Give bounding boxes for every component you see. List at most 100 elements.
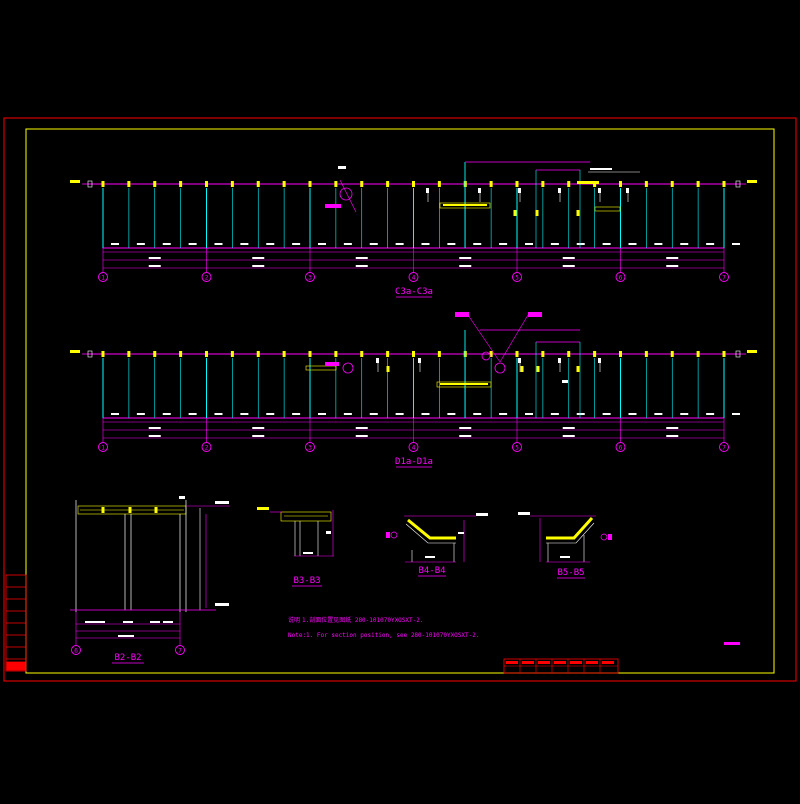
dim-text — [732, 243, 740, 245]
dim-text — [499, 243, 508, 245]
i-section-mark — [437, 181, 441, 187]
i-section-mark — [489, 181, 493, 187]
dim-text — [459, 435, 472, 437]
dim-text — [576, 413, 585, 415]
dim-text — [654, 413, 663, 415]
i-section-mark — [513, 210, 517, 216]
detail-tag — [325, 362, 339, 366]
axis-label: 1 — [101, 275, 105, 282]
i-section-mark — [127, 351, 131, 357]
dim-text — [240, 243, 249, 245]
dim-text — [562, 427, 575, 429]
dim-text — [525, 243, 533, 245]
dim-text — [550, 413, 559, 415]
dim-text — [136, 413, 145, 415]
i-section-mark — [386, 366, 390, 372]
dim-text — [459, 427, 472, 429]
i-section-mark — [308, 351, 312, 357]
axis-label: 5 — [515, 275, 519, 282]
drawing-number-mark — [724, 642, 740, 645]
dim-text — [162, 413, 171, 415]
axis-bubble — [615, 442, 626, 452]
axis-bubble — [201, 272, 212, 282]
i-section-mark — [536, 366, 540, 372]
axis-bubble — [719, 272, 729, 282]
outer-border — [3, 117, 797, 682]
i-section-mark — [412, 181, 415, 187]
note-line-2: Note:1. For section position, see 280-10… — [288, 632, 479, 639]
detail-tag — [325, 204, 341, 208]
inner-border — [25, 128, 775, 674]
section-b3 — [257, 507, 334, 557]
i-section-mark — [619, 181, 622, 187]
level-mark-right — [747, 350, 757, 353]
i-section-mark — [541, 351, 545, 357]
i-section-mark — [567, 181, 571, 187]
dim-text — [148, 435, 161, 437]
margin-stamp — [5, 574, 27, 672]
end-plate-right — [735, 350, 741, 358]
axis-label: 7 — [722, 275, 726, 282]
dim-text — [602, 243, 611, 245]
axis-label: 3 — [308, 445, 312, 452]
dim-text — [148, 265, 161, 267]
dim-text — [266, 413, 275, 415]
dim-text — [666, 265, 679, 267]
i-section-mark — [437, 351, 441, 357]
dim-text — [343, 413, 352, 415]
dim-text — [355, 435, 368, 437]
i-section-mark — [386, 351, 390, 357]
level-mark-right — [747, 180, 757, 183]
i-section-mark — [489, 351, 493, 357]
dim-text — [562, 265, 575, 267]
dim-text — [148, 427, 161, 429]
axis-bubble — [615, 272, 626, 282]
i-section-mark — [153, 181, 157, 187]
detail-circle — [600, 533, 608, 541]
dim-text — [459, 257, 472, 259]
dim-text — [550, 243, 559, 245]
level-mark-left — [70, 180, 80, 183]
i-section-mark — [515, 351, 519, 357]
i-section-mark — [541, 181, 545, 187]
dim-text — [447, 243, 456, 245]
dim-text — [421, 413, 430, 415]
b5-bent-beam — [546, 516, 594, 540]
i-section-mark — [360, 351, 364, 357]
axis-bubble — [98, 272, 108, 282]
dim-text — [136, 243, 145, 245]
dim-text — [111, 413, 119, 415]
dim-text — [447, 413, 456, 415]
axis-label: 4 — [412, 275, 416, 282]
b4-bent-beam — [407, 518, 456, 540]
dim-text — [473, 413, 482, 415]
dim-text — [680, 413, 689, 415]
b3-beam — [280, 511, 332, 522]
axis-label: 7 — [722, 445, 726, 452]
detail-circle — [494, 362, 506, 374]
dim-text — [562, 257, 575, 259]
axis-label: 7 — [178, 648, 182, 655]
axis-label: 3 — [308, 275, 312, 282]
end-plate-left — [87, 180, 93, 188]
dim-text — [395, 243, 404, 245]
axis-bubble — [512, 442, 522, 452]
i-section-mark — [308, 181, 312, 187]
i-section-mark — [256, 351, 260, 357]
detail-circle — [342, 362, 354, 374]
i-section-mark — [127, 181, 131, 187]
section-b2-title: B2-B2 — [114, 653, 141, 663]
note-line-1-prefix: 说明 — [288, 616, 300, 624]
end-plate-left — [87, 350, 93, 358]
section-b4-title: B4-B4 — [418, 566, 445, 576]
dim-text — [252, 257, 265, 259]
dim-text — [188, 243, 197, 245]
i-section-mark — [670, 351, 674, 357]
dim-text — [355, 257, 368, 259]
detail-circle — [481, 351, 491, 361]
axis-label: 1 — [101, 445, 105, 452]
dim-text — [318, 243, 326, 245]
